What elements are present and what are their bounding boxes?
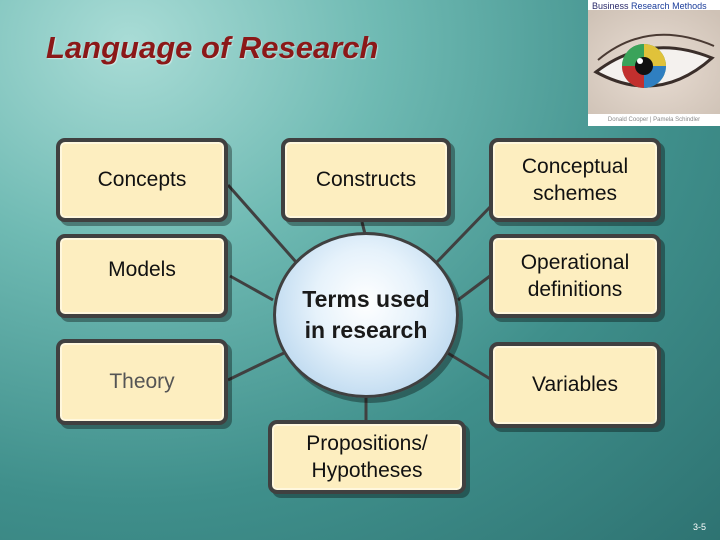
box-models: Models bbox=[56, 234, 228, 318]
label-models: Models bbox=[108, 256, 176, 283]
box-concepts: Concepts bbox=[56, 138, 228, 222]
box-propositions-hypotheses: Propositions/ Hypotheses bbox=[268, 420, 466, 494]
label-conceptual-schemes-line1: Conceptual bbox=[522, 153, 628, 180]
box-operational-definitions: Operational definitions bbox=[489, 234, 661, 318]
label-operational-definitions-line2: definitions bbox=[521, 276, 630, 303]
label-conceptual-schemes-line2: schemes bbox=[522, 180, 628, 207]
box-theory: Theory bbox=[56, 339, 228, 425]
connector-theory bbox=[228, 352, 286, 380]
label-variables: Variables bbox=[532, 371, 618, 398]
connector-operational-definitions bbox=[458, 276, 490, 300]
box-variables: Variables bbox=[489, 342, 661, 428]
center-ellipse-terms-used-in-research: Terms used in research bbox=[273, 232, 459, 398]
center-label-line2: in research bbox=[302, 315, 429, 346]
box-conceptual-schemes: Conceptual schemes bbox=[489, 138, 661, 222]
center-label-line1: Terms used bbox=[302, 284, 429, 315]
label-propositions-line2: Hypotheses bbox=[306, 457, 427, 484]
connector-models bbox=[230, 276, 273, 300]
slide-number: 3-5 bbox=[693, 522, 706, 532]
label-operational-definitions-line1: Operational bbox=[521, 249, 630, 276]
label-theory: Theory bbox=[109, 368, 174, 395]
box-constructs: Constructs bbox=[281, 138, 451, 222]
connector-variables bbox=[446, 352, 492, 380]
label-constructs: Constructs bbox=[316, 166, 416, 193]
label-propositions-line1: Propositions/ bbox=[306, 430, 427, 457]
label-concepts: Concepts bbox=[98, 166, 187, 193]
